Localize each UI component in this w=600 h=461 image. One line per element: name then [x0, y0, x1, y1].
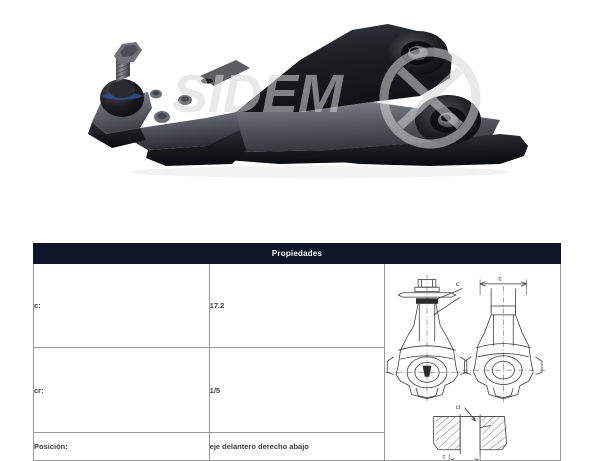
sidem-watermark: SIDEM — [172, 47, 481, 149]
watermark-logo-mark — [379, 47, 481, 149]
arm-left-bracket — [134, 112, 240, 150]
property-label-cr: cr: — [33, 347, 210, 433]
drawing-label-cr: cr — [456, 404, 461, 411]
table-row: c: 17.2 — [33, 262, 561, 461]
table-header-row: Propiedades — [33, 243, 561, 264]
properties-header: Propiedades — [33, 243, 561, 264]
drawing-label-c-right: c — [499, 276, 503, 283]
arm-web-highlight — [200, 60, 250, 86]
drawing-right-ball-joint: c — [462, 276, 547, 404]
property-label-c: c: — [33, 262, 210, 349]
stud-nut-face — [120, 45, 138, 57]
control-arm-illustration: SIDEM — [88, 24, 528, 178]
product-photo: SIDEM — [0, 0, 600, 230]
drawing-bottom-section: cr c — [433, 404, 508, 460]
hatch-right — [482, 416, 508, 450]
ball-joint-bracket — [88, 122, 146, 148]
ball-joint-technical-drawings: c c — [385, 275, 547, 460]
drawing-left-ball-joint: c — [385, 275, 472, 402]
property-label-posicion: Posición: — [33, 431, 210, 461]
properties-table: Propiedades c: 17.2 — [33, 243, 561, 461]
boot-top — [109, 82, 135, 98]
property-value-cr: 1/5 — [208, 347, 386, 433]
watermark-text: SIDEM — [172, 64, 344, 124]
hatch-left — [436, 416, 461, 450]
product-shadow — [130, 166, 510, 178]
table-row: cr: 1/5 — [33, 347, 561, 433]
arm-left-tail — [146, 130, 246, 166]
drawing-label-c-left: c — [456, 281, 460, 288]
property-value-posicion: eje delantero derecho abajo — [208, 431, 386, 461]
drawing-label-c-bottom: c — [443, 454, 446, 460]
arm-rivets — [150, 89, 192, 123]
property-value-c: 17.2 — [208, 262, 386, 349]
arm-right-body — [300, 134, 528, 166]
technical-drawings-cell: c c — [384, 263, 561, 461]
